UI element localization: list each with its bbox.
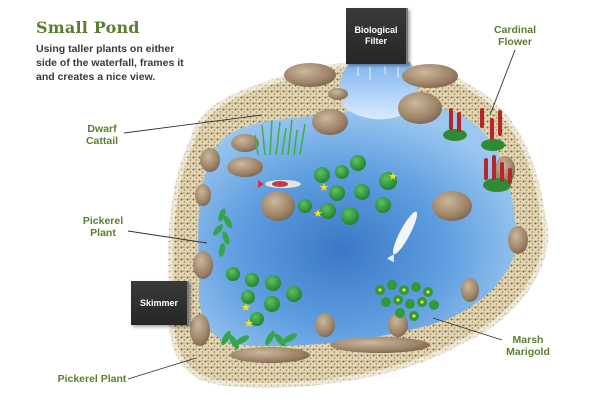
page-title: Small Pond — [36, 18, 140, 37]
svg-text:★: ★ — [388, 170, 398, 183]
leader-dwarf-cattail — [123, 114, 263, 134]
dwarf-cattail — [254, 119, 306, 156]
label-dwarf-cattail: Dwarf Cattail — [85, 123, 119, 147]
leader-lines — [123, 49, 516, 380]
description-text: Using taller plants on either side of th… — [36, 43, 184, 83]
leader-cardinal-flower — [489, 49, 516, 116]
cardinal-flowers — [443, 108, 512, 192]
leader-pickerel-left — [127, 230, 208, 244]
label-pickerel-plant-bottom: Pickerel Plant — [57, 373, 127, 385]
svg-text:★: ★ — [319, 181, 329, 194]
biological-filter-box: Biological Filter — [346, 8, 408, 64]
label-marsh-marigold: Marsh Marigold — [506, 334, 550, 358]
svg-text:★: ★ — [244, 317, 254, 330]
leader-pickerel-bottom — [127, 357, 197, 380]
skimmer-label: Skimmer — [139, 297, 179, 308]
pickerel-plant-left — [212, 208, 233, 257]
lily-pads-center — [298, 155, 397, 225]
svg-text:★: ★ — [313, 207, 323, 220]
svg-text:★: ★ — [241, 301, 251, 314]
koi-white — [386, 211, 418, 263]
koi-red — [258, 180, 301, 188]
skimmer-box: Skimmer — [131, 281, 189, 325]
lily-pads-left — [226, 267, 302, 326]
rocks — [190, 63, 528, 363]
lily-flowers: ★ ★ ★ ★ ★ — [241, 170, 398, 330]
marsh-marigold — [375, 280, 439, 321]
label-pickerel-plant-left: Pickerel Plant — [82, 215, 124, 239]
pickerel-plant-bottom — [221, 330, 298, 350]
label-cardinal-flower: Cardinal Flower — [493, 24, 536, 48]
leader-marsh-marigold — [432, 317, 503, 341]
biological-filter-label: Biological Filter — [354, 25, 398, 46]
